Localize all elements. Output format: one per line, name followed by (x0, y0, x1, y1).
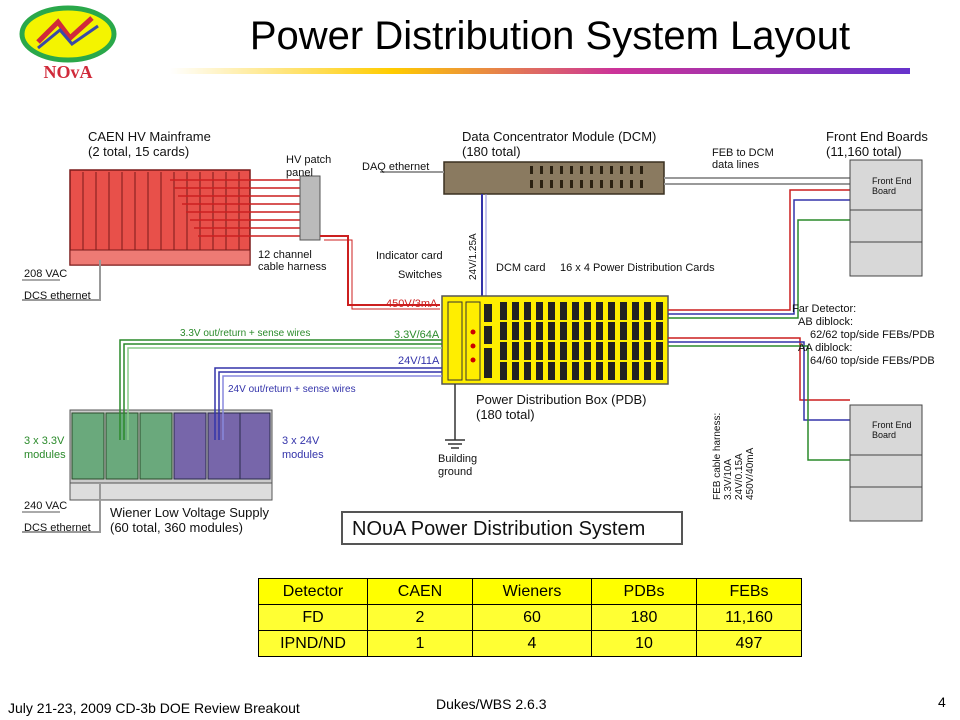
svg-text:240 VAC: 240 VAC (24, 500, 67, 512)
wiener-supply (69, 409, 273, 501)
table-cell: 2 (367, 604, 473, 631)
svg-text:DCS ethernet: DCS ethernet (24, 290, 91, 302)
svg-text:24V/11A: 24V/11A (398, 355, 440, 367)
svg-text:Front End Boards: Front End Boards (826, 129, 928, 144)
svg-text:3.3V/10A: 3.3V/10A (723, 459, 734, 500)
dcm-unit (443, 161, 665, 195)
table-cell: 4 (472, 630, 592, 657)
svg-text:FEB to DCM: FEB to DCM (712, 147, 774, 159)
power-distribution-diagram: CAEN HV Mainframe (2 total, 15 cards) HV… (22, 129, 935, 545)
footer-wbs: Dukes/WBS 2.6.3 (436, 696, 547, 712)
column-header: Detector (258, 578, 368, 605)
table-row: FD 2 60 180 11,160 (258, 604, 802, 631)
svg-text:24V out/return + sense wires: 24V out/return + sense wires (228, 384, 356, 395)
svg-text:CAEN HV Mainframe: CAEN HV Mainframe (88, 129, 211, 144)
svg-text:450V/3mA: 450V/3mA (386, 298, 438, 310)
svg-text:3.3V out/return + sense wires: 3.3V out/return + sense wires (180, 328, 310, 339)
table-cell: 180 (591, 604, 697, 631)
svg-text:AB diblock:: AB diblock: (798, 316, 853, 328)
svg-text:Indicator card: Indicator card (376, 250, 443, 262)
svg-text:modules: modules (24, 449, 66, 461)
column-header: PDBs (591, 578, 697, 605)
table-cell: 60 (472, 604, 592, 631)
svg-text:Switches: Switches (398, 269, 443, 281)
svg-text:FEB cable harness:: FEB cable harness: (712, 413, 723, 500)
svg-text:Wiener Low Voltage Supply: Wiener Low Voltage Supply (110, 505, 269, 520)
svg-text:Board: Board (872, 430, 896, 440)
table-row: IPND/ND 1 4 10 497 (258, 630, 802, 657)
svg-text:62/62 top/side FEBs/PDB: 62/62 top/side FEBs/PDB (810, 329, 935, 341)
system-title: NOυA Power Distribution System (352, 518, 645, 540)
column-header: CAEN (367, 578, 473, 605)
svg-text:panel: panel (286, 167, 313, 179)
column-header: FEBs (696, 578, 802, 605)
svg-text:Board: Board (872, 186, 896, 196)
svg-text:Far Detector:: Far Detector: (792, 303, 856, 315)
svg-text:cable harness: cable harness (258, 261, 327, 273)
table-cell: 497 (696, 630, 802, 657)
svg-text:208 VAC: 208 VAC (24, 268, 67, 280)
table-header-row: Detector CAEN Wieners PDBs FEBs (258, 578, 802, 605)
caen-mainframe (69, 169, 251, 266)
nova-logo: NOvA (19, 5, 117, 82)
svg-text:DAQ ethernet: DAQ ethernet (362, 161, 429, 173)
svg-text:AA diblock:: AA diblock: (798, 342, 852, 354)
summary-table: Detector CAEN Wieners PDBs FEBs FD 2 60 … (258, 578, 802, 657)
svg-text:64/60 top/side FEBs/PDB: 64/60 top/side FEBs/PDB (810, 355, 935, 367)
table-cell: 10 (591, 630, 697, 657)
feb-stack-bottom (849, 404, 923, 522)
svg-text:(2 total, 15 cards): (2 total, 15 cards) (88, 144, 189, 159)
table-cell: FD (258, 604, 368, 631)
svg-text:Data Concentrator Module (DCM): Data Concentrator Module (DCM) (462, 129, 656, 144)
footer-date: July 21-23, 2009 CD-3b DOE Review Breako… (8, 700, 300, 716)
svg-text:3 x 3.3V: 3 x 3.3V (24, 435, 65, 447)
svg-text:(180 total): (180 total) (462, 144, 521, 159)
svg-text:16 x 4 Power Distribution Card: 16 x 4 Power Distribution Cards (560, 262, 715, 274)
feb-stack-top (849, 159, 923, 277)
table-cell: IPND/ND (258, 630, 368, 657)
svg-text:DCM card: DCM card (496, 262, 546, 274)
svg-text:data lines: data lines (712, 159, 760, 171)
svg-text:Building: Building (438, 453, 477, 465)
svg-text:modules: modules (282, 449, 324, 461)
title-divider (170, 68, 910, 74)
svg-text:(11,160 total): (11,160 total) (826, 144, 902, 159)
svg-text:ground: ground (438, 466, 472, 478)
table-cell: 1 (367, 630, 473, 657)
svg-text:Power Distribution Box (PDB): Power Distribution Box (PDB) (476, 392, 647, 407)
table-cell: 11,160 (696, 604, 802, 631)
svg-text:24V/1.25A: 24V/1.25A (468, 233, 479, 280)
page-title: Power Distribution System Layout (249, 14, 851, 58)
column-header: Wieners (472, 578, 592, 605)
svg-text:NOvA: NOvA (44, 62, 93, 82)
svg-text:(180 total): (180 total) (476, 407, 535, 422)
svg-text:HV patch: HV patch (286, 154, 331, 166)
svg-text:(60 total, 360 modules): (60 total, 360 modules) (110, 520, 243, 535)
svg-text:3.3V/64A: 3.3V/64A (394, 329, 440, 341)
svg-text:3 x 24V: 3 x 24V (282, 435, 320, 447)
svg-text:DCS ethernet: DCS ethernet (24, 522, 91, 534)
svg-text:24V/0.15A: 24V/0.15A (734, 453, 745, 500)
svg-text:12 channel: 12 channel (258, 249, 312, 261)
page-number: 4 (938, 694, 946, 710)
pdb-box (441, 295, 669, 385)
svg-text:Front End: Front End (872, 420, 912, 430)
svg-text:Front End: Front End (872, 176, 912, 186)
svg-text:450V/40mA: 450V/40mA (745, 447, 756, 500)
